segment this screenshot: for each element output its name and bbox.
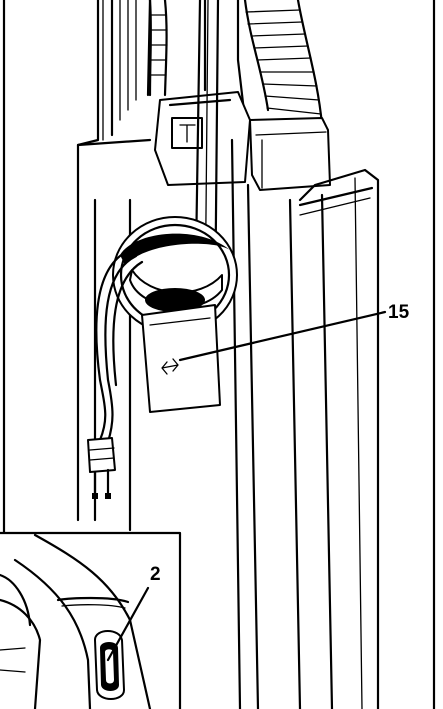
bag-plate [141,304,221,413]
main-housing [76,138,380,709]
inset-panel: 2 [0,531,182,709]
leader-line-15 [178,310,387,362]
frame-lines [2,0,436,709]
callout-15: 15 [388,302,410,323]
callout-2: 2 [150,564,161,585]
hose [148,0,324,127]
power-cord [87,248,144,499]
bag-top [154,91,251,186]
hose-cuff [249,117,331,191]
handle-column [76,0,247,522]
vent-cover [112,216,238,334]
